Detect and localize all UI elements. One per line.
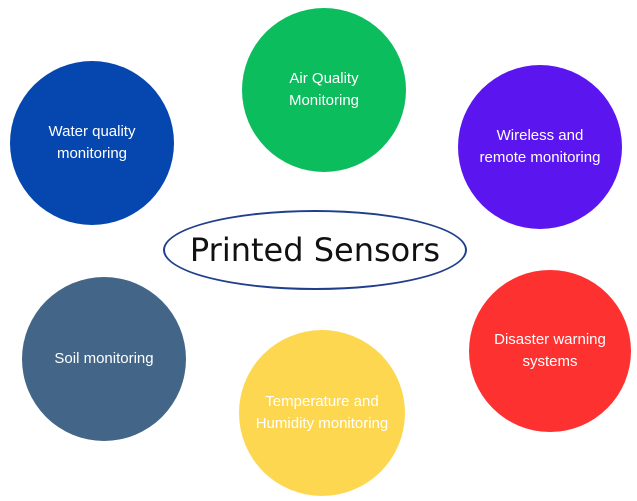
node-disaster-warning-systems: Disaster warning systems bbox=[469, 270, 631, 432]
node-label-wireless-and-remote-monitoring: Wireless and remote monitoring bbox=[479, 126, 601, 167]
node-label-air-quality-monitoring: Air Quality Monitoring bbox=[288, 69, 360, 110]
node-temperature-and-humidity-monitoring: Temperature and Humidity monitoring bbox=[239, 330, 405, 496]
node-label-water-quality-monitoring: Water quality monitoring bbox=[48, 122, 136, 163]
node-air-quality-monitoring: Air Quality Monitoring bbox=[242, 8, 406, 172]
center-topic-label: Printed Sensors bbox=[189, 231, 441, 269]
node-soil-monitoring: Soil monitoring bbox=[22, 277, 186, 441]
node-label-temperature-and-humidity-monitoring: Temperature and Humidity monitoring bbox=[255, 392, 389, 433]
node-water-quality-monitoring: Water quality monitoring bbox=[10, 61, 174, 225]
node-label-disaster-warning-systems: Disaster warning systems bbox=[494, 330, 606, 371]
center-topic-ellipse: Printed Sensors bbox=[163, 210, 467, 290]
node-label-soil-monitoring: Soil monitoring bbox=[54, 349, 154, 367]
node-wireless-and-remote-monitoring: Wireless and remote monitoring bbox=[458, 65, 622, 229]
